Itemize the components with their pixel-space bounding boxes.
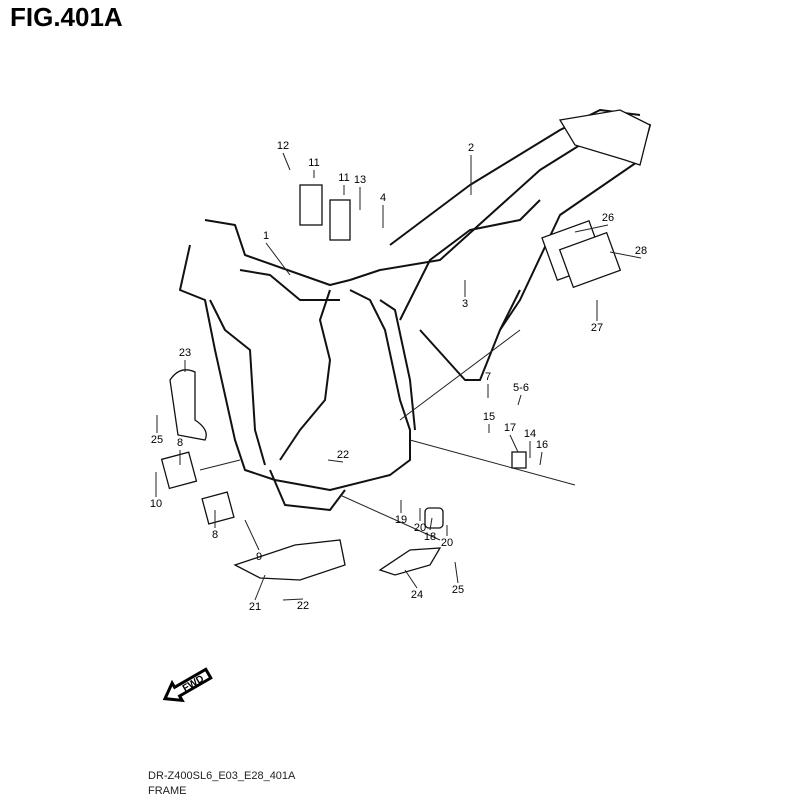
leader-line: [244, 519, 260, 551]
callout-22: 22: [297, 600, 309, 612]
leader-line: [265, 242, 291, 276]
model-code: DR-Z400SL6_E03_E28_401A: [148, 770, 296, 782]
part-28-cover: [558, 231, 622, 289]
leader-line: [539, 451, 543, 466]
callout-8: 8: [177, 437, 183, 449]
fwd-arrow-icon: FWD: [162, 667, 213, 703]
callout-8: 8: [212, 529, 218, 541]
callout-20: 20: [441, 537, 453, 549]
leader-line: [454, 561, 459, 584]
leader-line: [517, 394, 522, 406]
callout-3: 3: [462, 298, 468, 310]
callout-21: 21: [249, 601, 261, 613]
callout-25: 25: [151, 434, 163, 446]
callout-27: 27: [591, 322, 603, 334]
callout-4: 4: [380, 192, 386, 204]
leader-line: [327, 459, 344, 463]
leader-line: [574, 224, 609, 233]
part-8-bracket: [160, 451, 198, 490]
callout-26: 26: [602, 212, 614, 224]
part-17-collar: [511, 451, 527, 469]
fwd-label: FWD: [181, 674, 206, 695]
part-11-bracket-2: [329, 199, 351, 241]
callout-17: 17: [504, 422, 516, 434]
callout-18: 18: [424, 531, 436, 543]
callout-23: 23: [179, 347, 191, 359]
leader-line: [429, 517, 433, 531]
callout-5-6: 5-6: [513, 382, 529, 394]
callout-10: 10: [150, 498, 162, 510]
callout-28: 28: [635, 245, 647, 257]
main-frame: [179, 109, 651, 511]
callout-16: 16: [536, 439, 548, 451]
callout-12: 12: [277, 140, 289, 152]
callout-22: 22: [337, 449, 349, 461]
callout-13: 13: [354, 174, 366, 186]
leader-line: [609, 251, 642, 259]
part-8-bracket-lower: [201, 491, 235, 525]
callout-19: 19: [395, 514, 407, 526]
callout-11: 11: [338, 172, 349, 184]
callout-7: 7: [485, 371, 491, 383]
part-18-bushing: [424, 507, 444, 529]
callout-11: 11: [308, 157, 319, 169]
leader-line: [404, 569, 418, 589]
callout-24: 24: [411, 589, 423, 601]
leader-line: [509, 434, 519, 453]
part-23-guard: [169, 369, 207, 441]
parts: [160, 184, 622, 581]
leader-line: [254, 574, 266, 601]
leader-line: [282, 152, 291, 171]
callout-15: 15: [483, 411, 495, 423]
rear-frame-top: [558, 109, 651, 166]
callout-labels: 12345-6788910111112131415161718192020212…: [150, 140, 647, 613]
figure-caption: FRAME: [148, 785, 187, 797]
callout-20: 20: [414, 522, 426, 534]
part-21-skid-plate: [233, 539, 346, 581]
callout-9: 9: [256, 551, 262, 563]
callout-1: 1: [263, 230, 269, 242]
part-24-guard: [378, 547, 442, 576]
part-11-bracket: [299, 184, 323, 226]
figure-title: FIG.401A: [10, 2, 123, 32]
guide-lines: [199, 329, 576, 541]
callout-25: 25: [452, 584, 464, 596]
leader-line: [282, 598, 304, 601]
callout-2: 2: [468, 142, 474, 154]
callout-14: 14: [524, 428, 536, 440]
